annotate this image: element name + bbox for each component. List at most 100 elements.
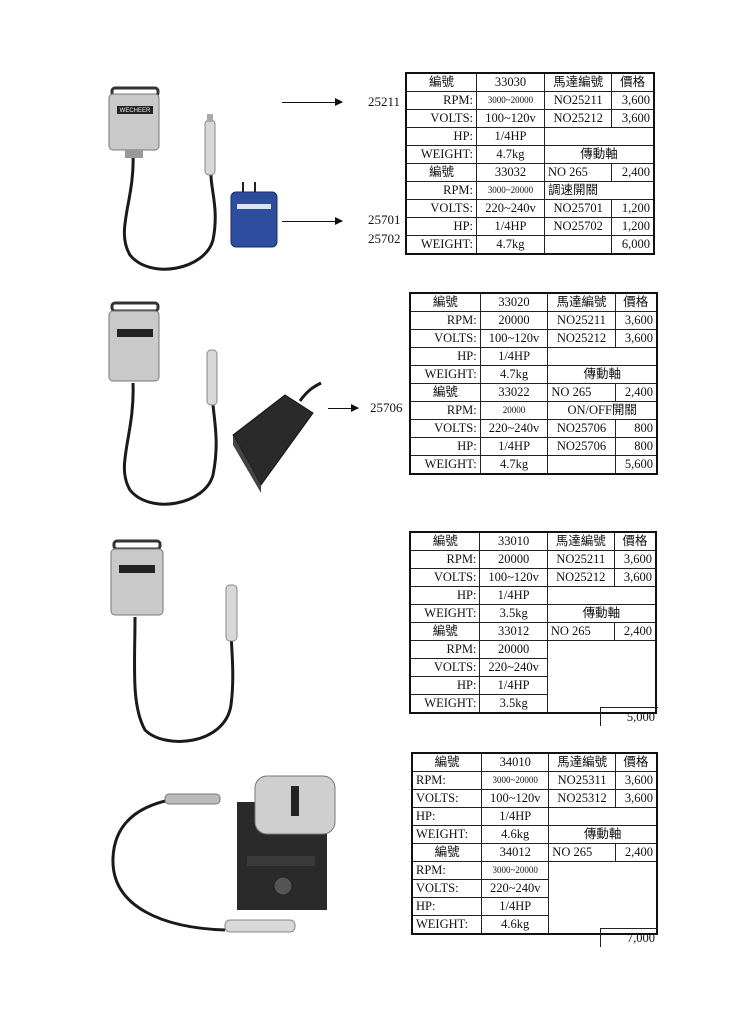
- cell: VOLTS:: [405, 109, 477, 128]
- cell: 編號: [405, 72, 477, 92]
- arrow-25706: [328, 404, 359, 412]
- cell: 1,200: [611, 199, 655, 218]
- table-row: WEIGHT:4.7kg 6,000: [405, 235, 655, 255]
- cell: 馬達編號: [548, 752, 616, 772]
- cell: VOLTS:: [409, 658, 481, 677]
- cell: [546, 586, 657, 605]
- cell: 1,200: [611, 217, 655, 236]
- cell: NO25311: [548, 771, 616, 790]
- cell: 2,400: [611, 163, 655, 182]
- cell: NO25706: [547, 437, 616, 456]
- cell: 2,400: [614, 383, 658, 402]
- cell: [547, 455, 616, 475]
- cell: 3,600: [614, 771, 658, 790]
- cell: VOLTS:: [409, 568, 481, 587]
- cell: 編號: [409, 531, 481, 551]
- cell: 220~240v: [481, 879, 550, 898]
- cell: 編號: [409, 383, 481, 402]
- cell: NO25212: [543, 109, 613, 128]
- cell: 4.7kg: [476, 235, 545, 255]
- cell: VOLTS:: [409, 419, 481, 438]
- total-price-34010: 7,000: [600, 928, 658, 947]
- cell: 33022: [479, 383, 549, 402]
- cell: HP:: [409, 437, 481, 456]
- cell: WEIGHT:: [411, 825, 483, 844]
- cell: 3.5kg: [479, 604, 548, 623]
- cell: 馬達編號: [543, 72, 613, 92]
- cell: 4.7kg: [479, 455, 549, 475]
- cell: NO25211: [546, 550, 615, 569]
- cell: 1/4HP: [481, 807, 550, 826]
- cell: 傳動軸: [546, 604, 657, 623]
- cell: NO 265: [543, 163, 613, 182]
- cell: 34010: [481, 752, 550, 772]
- cell: NO 265: [548, 843, 616, 862]
- ref-25702: 25702: [368, 231, 401, 246]
- cell: 3,600: [613, 550, 657, 569]
- cell: 100~120v: [479, 329, 549, 348]
- cell: 1/4HP: [481, 897, 550, 916]
- table-row: HP:1/4HP: [409, 347, 658, 366]
- cell: 3,600: [611, 109, 655, 128]
- cell: 800: [614, 437, 658, 456]
- cell: 20000: [479, 401, 549, 420]
- cell: 傳動軸: [547, 365, 658, 384]
- cell: 價格: [611, 72, 655, 92]
- cell: 3.5kg: [479, 694, 548, 714]
- cell: [543, 127, 655, 146]
- cell: 33032: [476, 163, 545, 182]
- cell: WEIGHT:: [409, 694, 481, 714]
- ref-25211: 25211: [368, 94, 401, 109]
- cell: 33010: [479, 531, 548, 551]
- cell: 3,600: [614, 311, 658, 330]
- table-row: RPM:3000~20000: [411, 861, 658, 934]
- cell: RPM:: [411, 771, 483, 790]
- cell: 4.6kg: [481, 915, 550, 935]
- cell: [548, 807, 658, 826]
- total-price-33010: 5,000: [600, 707, 658, 726]
- cell: VOLTS:: [411, 879, 483, 898]
- cell: NO25212: [546, 568, 615, 587]
- table-row: VOLTS:220~240v: [411, 879, 657, 898]
- motor-33030-image: WECHEER: [108, 86, 278, 271]
- cell: 20000: [479, 311, 549, 330]
- cell: [543, 235, 613, 255]
- cell: 價格: [613, 531, 657, 551]
- table-row: WEIGHT:4.6kg: [411, 915, 657, 935]
- cell: 價格: [614, 752, 658, 772]
- cell: 3000~20000: [476, 181, 545, 200]
- cell: 220~240v: [476, 199, 545, 218]
- cell: RPM:: [405, 91, 477, 110]
- cell: [548, 861, 658, 934]
- cell: WEIGHT:: [409, 455, 481, 475]
- cell: 3000~20000: [476, 91, 545, 110]
- cell: 100~120v: [481, 789, 550, 808]
- cell: 100~120v: [479, 568, 548, 587]
- cell: 6,000: [611, 235, 655, 255]
- cell: 1/4HP: [476, 217, 545, 236]
- ref-25706: 25706: [370, 400, 403, 415]
- cell: 1/4HP: [479, 437, 549, 456]
- cell: 編號: [405, 163, 477, 182]
- cell: WEIGHT:: [405, 235, 477, 255]
- cell: VOLTS:: [409, 329, 481, 348]
- cell: 編號: [411, 843, 483, 862]
- cell: NO25702: [543, 217, 613, 236]
- cell: 33020: [479, 292, 549, 312]
